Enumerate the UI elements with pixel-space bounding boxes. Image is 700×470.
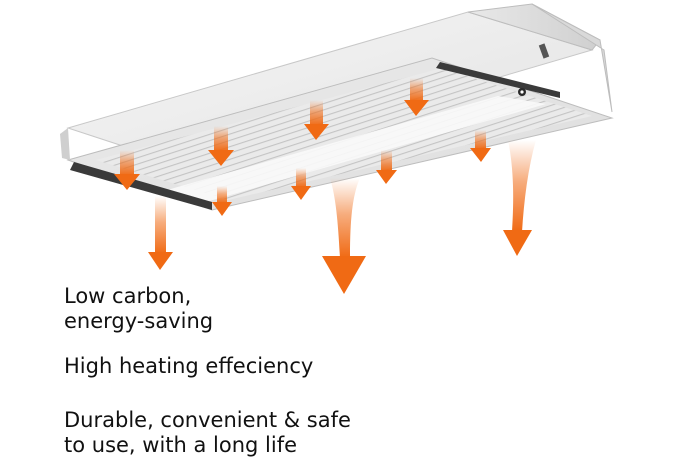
feature-durable: Durable, convenient & safe to use, with … [64,408,351,458]
heat-arrow-icon [114,150,140,190]
heat-arrow-icon [404,78,429,116]
heat-arrow-icon [470,130,491,162]
feature-line: Durable, convenient & safe [64,408,351,432]
heat-arrow-icon [304,100,329,140]
heat-arrow-icon [322,178,366,294]
feature-line: High heating effeciency [64,354,314,378]
feature-heating-efficiency: High heating effeciency [64,354,313,379]
heat-arrow-icon [376,150,397,184]
feature-low-carbon: Low carbon, energy-saving [64,284,213,334]
feature-line: energy-saving [64,309,214,333]
feature-line: to use, with a long life [64,433,298,457]
heat-arrow-icon [291,168,311,200]
heat-arrow-icon [212,186,232,216]
feature-line: Low carbon, [64,284,192,308]
heat-arrow-icon [503,140,536,256]
heat-arrow-icon [208,126,234,166]
heat-arrow-icon [148,196,173,270]
heat-arrows [114,78,536,294]
ceiling-heater-icon [60,3,614,211]
